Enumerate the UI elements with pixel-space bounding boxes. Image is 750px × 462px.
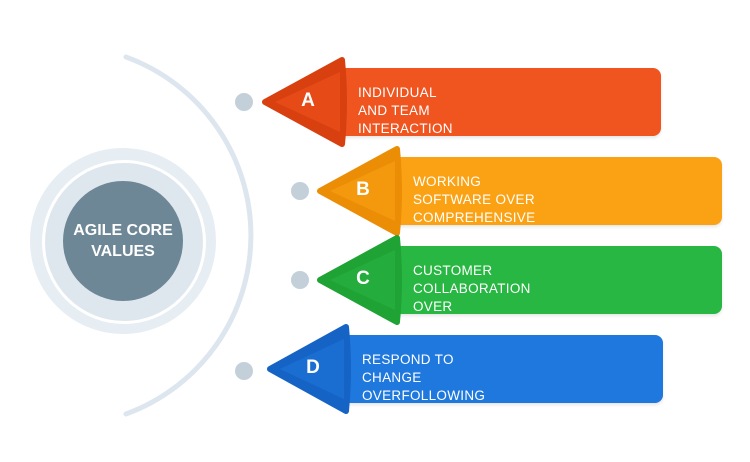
value-bar-a [326, 68, 661, 136]
value-text-d: RESPOND TO CHANGE OVERFOLLOWING A PLAN [362, 352, 486, 421]
center-label: AGILE CORE VALUES [73, 222, 173, 260]
value-letter-c: C [356, 268, 370, 289]
value-bar-d [330, 335, 663, 403]
center-core: AGILE CORE VALUES [63, 181, 183, 301]
value-bar-b [381, 157, 722, 225]
value-letter-a: A [301, 90, 315, 111]
arc-dot-d [235, 362, 253, 380]
arc-dot-a [235, 93, 253, 111]
value-text-b: WORKING SOFTWARE OVER COMPREHENSIVE DOCU… [413, 174, 536, 243]
connector-arc-path [123, 54, 254, 417]
center-circle: AGILE CORE VALUES [30, 148, 216, 334]
value-letter-b: B [356, 179, 370, 200]
arc-dot-c [291, 271, 309, 289]
value-letter-d: D [306, 357, 320, 378]
arc-dot-b [291, 182, 309, 200]
value-bar-c [381, 246, 722, 314]
